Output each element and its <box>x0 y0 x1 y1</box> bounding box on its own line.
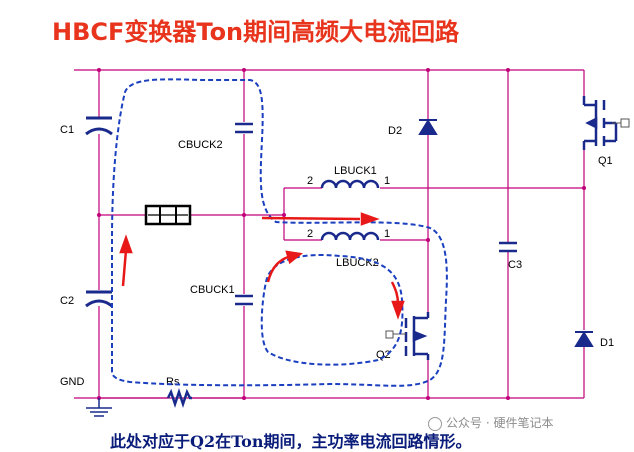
capacitor-c2 <box>85 290 113 308</box>
label-q1: Q1 <box>598 155 613 167</box>
pin-lbuck2-2: 2 <box>307 228 313 240</box>
label-rs: Rs <box>166 376 180 388</box>
inductor-lbuck1 <box>320 179 380 189</box>
capacitor-c1 <box>85 116 113 136</box>
capacitor-cbuck1 <box>235 294 253 306</box>
label-c2: C2 <box>60 295 74 307</box>
diode-d1 <box>574 331 594 347</box>
current-direction-arrows <box>119 212 405 320</box>
inductor-lbuck2 <box>320 231 380 241</box>
ground-symbol <box>86 398 112 417</box>
pin-lbuck2-1: 1 <box>384 228 390 240</box>
label-gnd: GND <box>60 376 85 388</box>
label-cbuck2: CBUCK2 <box>178 139 223 151</box>
q2-gate-terminal <box>385 330 394 339</box>
diode-d2 <box>418 119 438 135</box>
current-loop-paths <box>111 78 448 387</box>
resistor-rs <box>166 388 192 408</box>
watermark-text: 公众号 · 硬件笔记本 <box>446 416 554 430</box>
fuse-element <box>144 204 192 226</box>
label-d1: D1 <box>600 337 614 349</box>
label-lbuck2: LBUCK2 <box>336 257 379 269</box>
label-c1: C1 <box>60 124 74 136</box>
capacitor-c3 <box>499 241 517 253</box>
pin-lbuck1-1: 1 <box>384 175 390 187</box>
junction-dots <box>97 68 586 400</box>
diagram-title: HBCF变换器Ton期间高频大电流回路 <box>52 18 460 46</box>
label-cbuck1: CBUCK1 <box>190 284 235 296</box>
figure-caption: 此处对应于Q2在Ton期间，主功率电流回路情形。 <box>110 432 472 451</box>
account-icon <box>428 416 442 431</box>
label-lbuck1: LBUCK1 <box>334 165 377 177</box>
label-c3: C3 <box>508 259 522 271</box>
capacitor-cbuck2 <box>235 122 253 134</box>
label-q2: Q2 <box>376 349 391 361</box>
mosfet-q2 <box>404 312 430 360</box>
q1-gate-terminal <box>620 118 630 128</box>
watermark: 公众号 · 硬件笔记本 <box>428 414 553 431</box>
mosfet-q1 <box>582 96 618 150</box>
pin-lbuck1-2: 2 <box>307 175 313 187</box>
label-d2: D2 <box>388 125 402 137</box>
